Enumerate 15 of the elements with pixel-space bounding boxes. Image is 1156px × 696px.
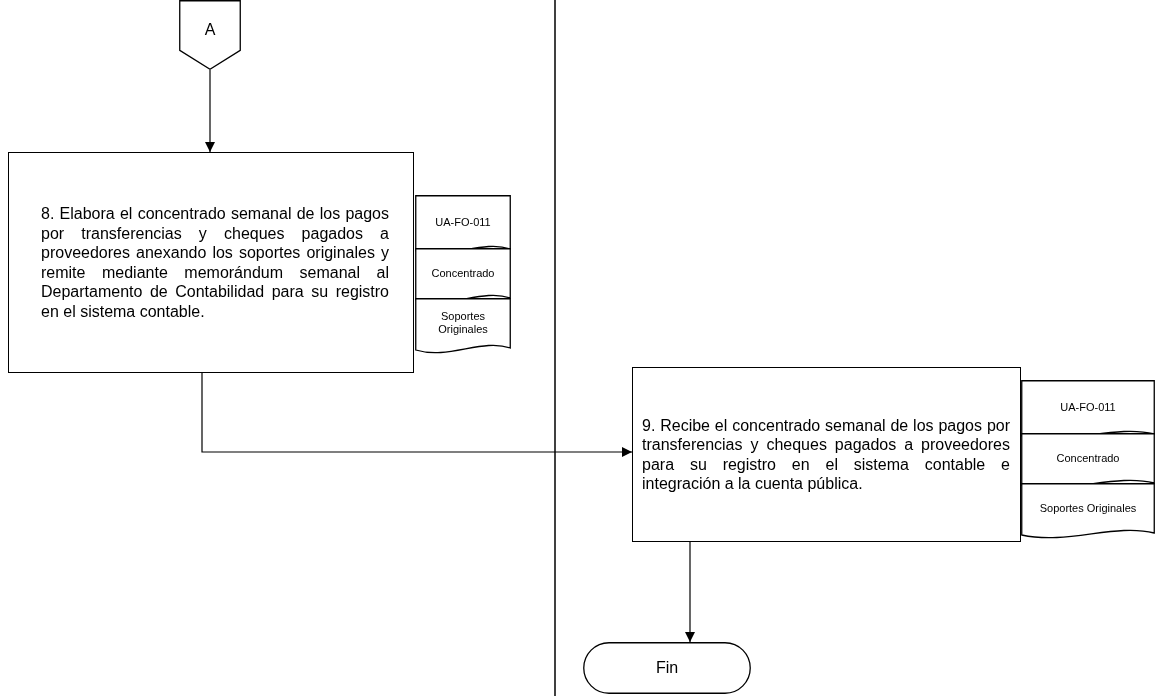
connector-label: A [204,21,216,39]
process-box [632,367,1021,542]
arrow [201,372,633,457]
document-label: UA-FO-011 [435,215,491,229]
terminator-label: Fin [655,659,679,677]
document-label: Soportes Originales [437,310,489,336]
process-text: 9. Recibe el concentrado semanal de los pagos por transferencias y cheques pagados a proveedores para su registro en el sistema contable e integración a la cuenta pública. [642,415,1010,494]
process-text: 8. Elabora el concentrado semanal de los pagos por transferencias y cheques pagados a proveedores anexando los soportes originales y remite mediante memorándum semanal al Departamento de Contabilidad para su registro en el sistema contable. [41,204,389,321]
arrow [205,69,215,153]
document-label: UA-FO-011 [1060,400,1116,414]
arrow [685,541,695,643]
document-label: Soportes Originales [1039,501,1137,515]
document-label: Concentrado [431,266,495,280]
process-box [8,152,414,373]
document-label: Concentrado [1056,451,1120,465]
